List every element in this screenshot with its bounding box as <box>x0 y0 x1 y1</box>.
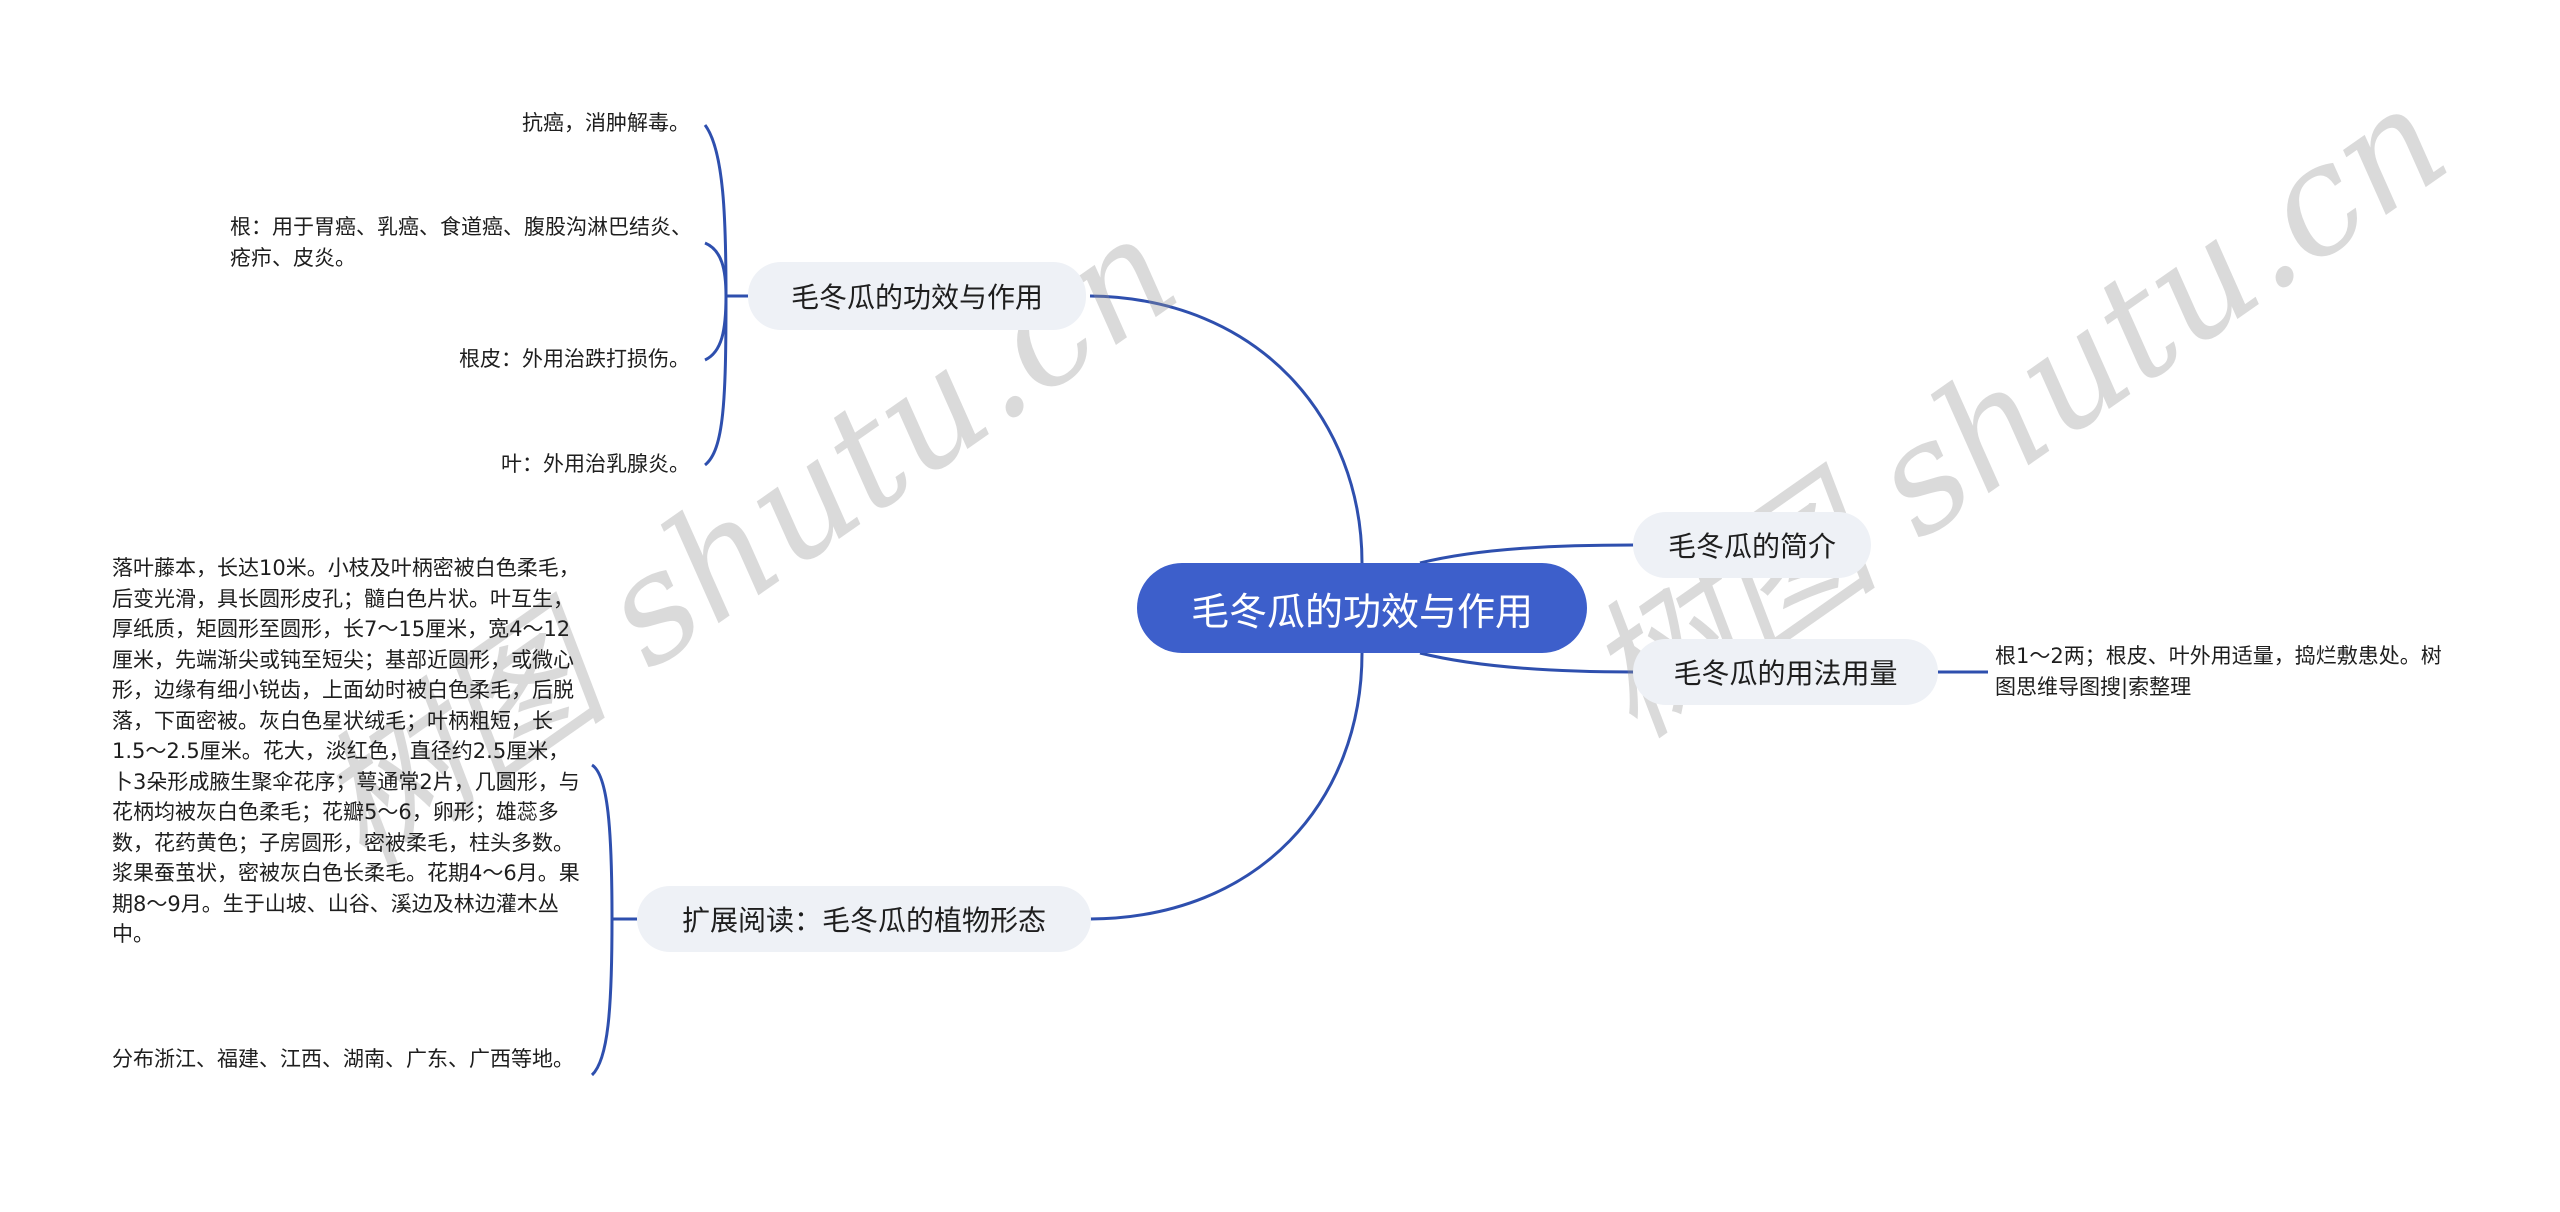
leaf-morphology[interactable]: 落叶藤本，长达10米。小枝及叶柄密被白色柔毛，后变光滑，具长圆形皮孔；髓白色片状… <box>112 556 580 946</box>
leaf-distribution[interactable]: 分布浙江、福建、江西、湖南、广东、广西等地。 <box>112 1047 574 1071</box>
leaf-root-use[interactable]: 根：用于胃癌、乳癌、食道癌、腹股沟淋巴结炎、疮疖、皮炎。 <box>230 215 692 270</box>
branch-node-intro[interactable]: 毛冬瓜的简介 <box>1633 512 1871 578</box>
branch-node-plant-morphology[interactable]: 扩展阅读：毛冬瓜的植物形态 <box>637 886 1091 952</box>
branch-label: 扩展阅读：毛冬瓜的植物形态 <box>681 904 1046 937</box>
branch-node-dosage[interactable]: 毛冬瓜的用法用量 <box>1633 639 1938 705</box>
branch-label: 毛冬瓜的简介 <box>1667 530 1836 563</box>
root-node[interactable]: 毛冬瓜的功效与作用 <box>1137 563 1587 653</box>
leaf-anticancer[interactable]: 抗癌，消肿解毒。 <box>522 111 690 135</box>
branch-label: 毛冬瓜的用法用量 <box>1673 657 1898 690</box>
branch-label: 毛冬瓜的功效与作用 <box>790 281 1043 314</box>
leaf-root-bark-use[interactable]: 根皮：外用治跌打损伤。 <box>459 347 690 371</box>
root-node-label: 毛冬瓜的功效与作用 <box>1190 589 1533 634</box>
leaf-leaf-use[interactable]: 叶：外用治乳腺炎。 <box>501 452 690 476</box>
branch-node-effects[interactable]: 毛冬瓜的功效与作用 <box>748 262 1086 330</box>
leaf-dosage[interactable]: 根1～2两；根皮、叶外用适量，捣烂敷患处。树图思维导图搜|索整理 <box>1995 644 2442 699</box>
